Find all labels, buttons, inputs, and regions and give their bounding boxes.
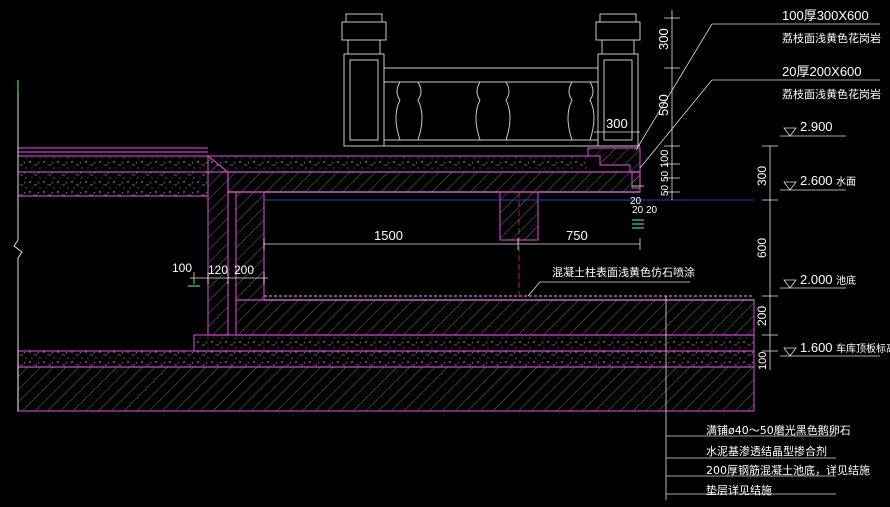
balustrade <box>341 13 641 147</box>
dim-edge-20b: 20 <box>632 205 644 216</box>
dim-wall-120: 120 <box>208 263 228 277</box>
right-edge-stone <box>587 147 641 173</box>
dim-rail-300: 300 <box>656 28 671 50</box>
dim-wall-100: 100 <box>172 261 192 275</box>
layer-4: 垫层详见结施 <box>706 483 772 497</box>
base-gravel-layer <box>17 350 755 368</box>
elev-pool-floor-label: 池底 <box>836 274 856 287</box>
dim-wall-200: 200 <box>234 263 254 277</box>
elev-pool-floor: 2.000 <box>800 272 833 287</box>
layer-2: 水泥基渗透结晶型掺合剂 <box>706 444 827 458</box>
rim-paving-gravel <box>208 156 588 172</box>
dim-lower-100: 100 <box>757 352 769 370</box>
dim-edge-20a: 20 <box>630 196 642 207</box>
dim-pool-750: 750 <box>566 228 588 243</box>
callout-stone-side-size: 20厚200X600 <box>782 64 862 79</box>
dim-lower-300: 300 <box>755 166 769 186</box>
dim-rail-500: 500 <box>656 94 671 116</box>
dimension-lines <box>190 10 880 500</box>
callout-stone-top-size: 100厚300X600 <box>782 8 869 23</box>
roof-slab <box>17 366 755 412</box>
break-line <box>13 80 23 411</box>
structure <box>17 147 755 412</box>
pool-floor-slab <box>235 299 755 336</box>
elev-water: 2.600 <box>800 173 833 188</box>
dim-post-300: 300 <box>606 116 628 131</box>
callout-stone-side-desc: 荔枝面浅黄色花岗岩 <box>782 87 881 101</box>
elev-roof-slab-label: 车库顶板标高 <box>836 342 890 355</box>
pool-rim-slab <box>227 171 641 193</box>
coating-note: 混凝土柱表面浅黄色仿石喷涂 <box>552 265 695 279</box>
elev-roof-slab: 1.600 <box>800 340 833 355</box>
dim-pool-1500: 1500 <box>374 228 403 243</box>
grid-markers <box>17 80 644 287</box>
dim-cap-100: 100 <box>659 150 671 168</box>
roof-gravel-layer <box>193 334 755 352</box>
dim-edge-20c: 20 <box>646 205 658 216</box>
callout-stone-top-desc: 荔枝面浅黄色花岗岩 <box>782 31 881 45</box>
dim-cap-50a: 50 <box>660 170 671 182</box>
elev-top: 2.900 <box>800 119 833 134</box>
dim-cap-50b: 50 <box>660 184 671 196</box>
pool-inner-wall <box>235 191 265 301</box>
elevation-markers <box>783 127 797 357</box>
pool-left-wall <box>207 154 229 336</box>
dim-lower-600: 600 <box>755 238 769 258</box>
layer-1: 满铺ø40～50磨光黑色鹅卵石 <box>706 423 851 437</box>
dim-lower-200: 200 <box>755 306 769 326</box>
layer-3: 200厚钢筋混凝土池底，详见结施 <box>706 463 870 477</box>
left-paving-gravel <box>18 156 208 196</box>
elev-water-label: 水面 <box>836 176 856 188</box>
